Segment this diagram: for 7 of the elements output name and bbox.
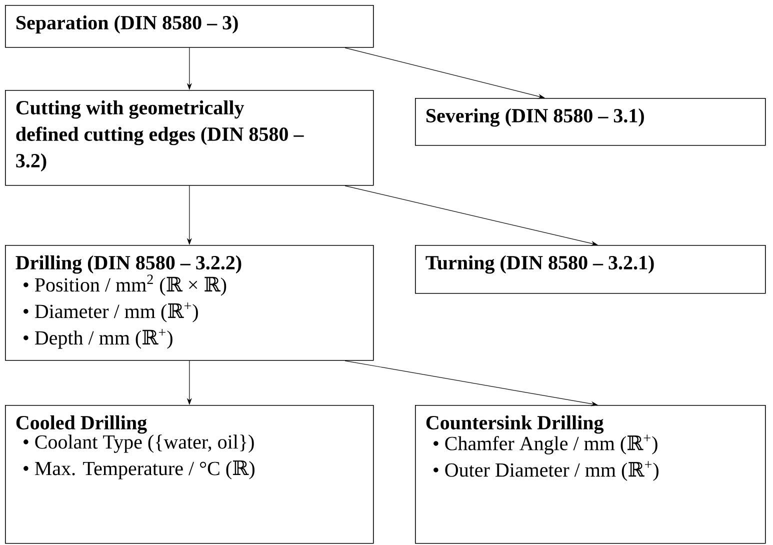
category-box: Countersink Drilling • Chamfer Angle / mm (ℝ$^{+}$) • Outer Diameter / mm (ℝ$^{+}$) (415, 404, 766, 544)
category-box: Separation (DIN 8580 – 3) (5, 4, 374, 48)
category-box: Cutting with geometrically defined cutting edges (DIN 8580 – 3.2) (5, 90, 374, 186)
category-box: Cooled Drilling • Coolant Type ({water, oil}) • Max. Temperature / °C (ℝ) (5, 404, 374, 544)
category-box: Severing (DIN 8580 – 3.1) (415, 98, 766, 146)
category-box: Turning (DIN 8580 – 3.2.1) (415, 244, 766, 294)
category-box: Drilling (DIN 8580 – 3.2.2) • Position / mm$^{2}$ (ℝ × ℝ) • Diameter / mm (ℝ$^{+}$) • Depth / mm (ℝ$^{+}$) (5, 244, 374, 361)
